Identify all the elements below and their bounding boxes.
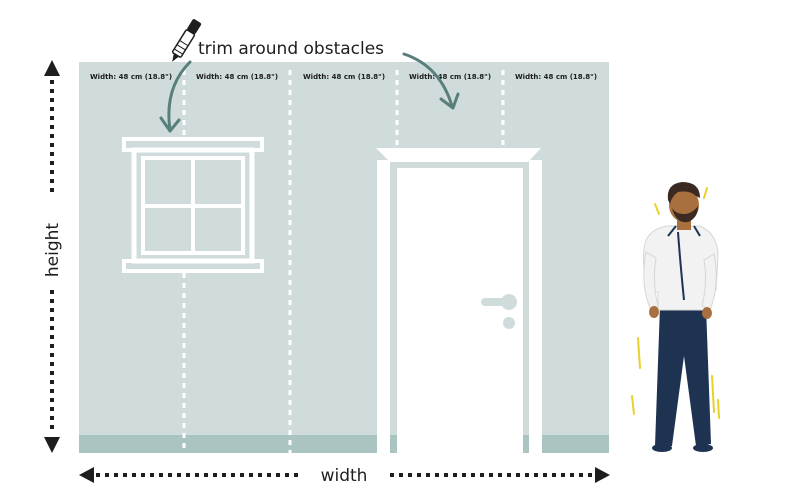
door-keyhole [503, 317, 515, 329]
shirt-collar-right [693, 225, 701, 237]
panel-label-4: Width: 48 cm (18.8") [409, 73, 491, 81]
door [376, 148, 542, 453]
callout-arrows [159, 52, 460, 133]
arrowhead-up [44, 60, 60, 76]
window [122, 137, 264, 273]
arm-right [701, 253, 717, 311]
arrow-to-door [402, 52, 454, 108]
arrow-to-window [167, 60, 192, 132]
shirt-placket [677, 231, 685, 301]
arrowhead-right [595, 467, 610, 483]
hand-left [649, 306, 659, 318]
beard [672, 206, 698, 223]
hair [667, 182, 700, 204]
panel-label-3: Width: 48 cm (18.8") [303, 73, 385, 81]
callout-text: trim around obstacles [198, 39, 384, 59]
door-baseboard-gap [397, 435, 523, 453]
arrow-to-door-head [439, 92, 460, 110]
shoe-left [652, 444, 672, 452]
width-axis: width [79, 466, 610, 486]
person-figure [631, 182, 720, 452]
door-handle-lever [481, 298, 511, 306]
panel-label-5: Width: 48 cm (18.8") [515, 73, 597, 81]
trousers [655, 306, 711, 446]
shirt-collar-left [667, 225, 677, 237]
shoe-right [693, 444, 713, 452]
arrowhead-down [44, 437, 60, 453]
panel-label-2: Width: 48 cm (18.8") [196, 73, 278, 81]
utility-knife-icon [171, 19, 202, 62]
hand-right [702, 307, 712, 319]
panel-label-1: Width: 48 cm (18.8") [90, 73, 172, 81]
panel-seams [182, 70, 505, 453]
arrowhead-left [79, 467, 94, 483]
height-axis: height [43, 60, 63, 453]
arm-left [643, 251, 659, 309]
panel-labels: Width: 48 cm (18.8") Width: 48 cm (18.8"… [90, 73, 597, 81]
width-label: width [321, 466, 368, 486]
nervous-accent-marks [631, 187, 720, 419]
height-label: height [43, 223, 63, 278]
arrow-to-window-head [159, 116, 181, 133]
